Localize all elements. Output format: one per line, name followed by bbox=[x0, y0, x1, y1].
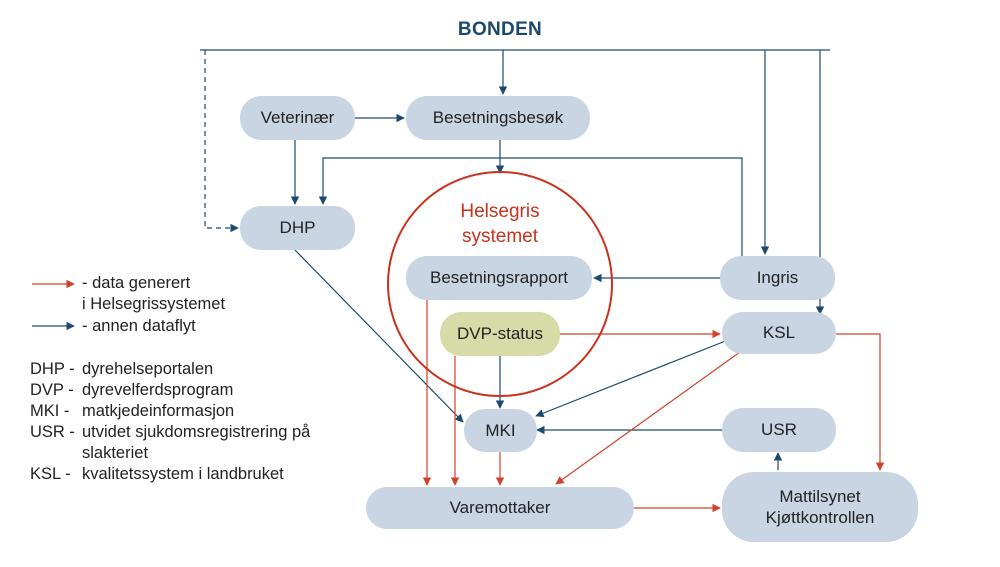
legend-blue-entry: - annen dataflyt bbox=[82, 317, 196, 335]
legend-red-entry: - data generert i Helsegrissystemet bbox=[82, 274, 226, 313]
edge-ksl-mki bbox=[535, 339, 729, 418]
abbr-mki: MKI - matkjedeinformasjon bbox=[30, 402, 235, 420]
node-varemottaker[interactable]: Varemottaker bbox=[366, 487, 634, 529]
node-ingris[interactable]: Ingris bbox=[720, 256, 835, 300]
node-usr[interactable]: USR bbox=[722, 408, 836, 452]
mattilsynet-line2: Kjøttkontrollen bbox=[765, 508, 875, 527]
node-besetningsrapport[interactable]: Besetningsrapport bbox=[406, 256, 592, 300]
edge-ksl-mattilsynet bbox=[836, 333, 885, 471]
edge-bonden-dhp bbox=[204, 50, 239, 233]
node-besetningsbesok[interactable]: Besetningsbesøk bbox=[406, 96, 590, 140]
mattilsynet-line1: Mattilsynet bbox=[779, 486, 861, 506]
edge-dhp-mki bbox=[294, 249, 464, 423]
abbr-ksl: KSL - kvalitetssystem i landbruket bbox=[30, 465, 284, 483]
helsegris-label-line2: systemet bbox=[461, 225, 539, 247]
bonden-title: BONDEN bbox=[457, 19, 543, 40]
node-dhp[interactable]: DHP bbox=[240, 206, 355, 250]
legend-blue-text: annen dataflyt bbox=[92, 317, 196, 335]
legend-red-line1: data generert bbox=[92, 274, 191, 292]
edge-ingris-dhp bbox=[318, 157, 743, 258]
helsegris-label-line1: Helsegris bbox=[460, 201, 540, 222]
node-ksl[interactable]: KSL bbox=[722, 312, 836, 354]
abbr-dvp: DVP - dyrevelferdsprogram bbox=[30, 381, 234, 399]
node-dvp-status[interactable]: DVP-status bbox=[440, 312, 560, 356]
legend-flows: - data generert i Helsegrissystemet - an… bbox=[30, 273, 225, 337]
node-mattilsynet[interactable]: Mattilsynet Kjøttkontrollen bbox=[722, 472, 918, 542]
helsegris-circle bbox=[387, 171, 613, 397]
node-veterinaer[interactable]: Veterinær bbox=[240, 96, 355, 140]
node-mki[interactable]: MKI bbox=[464, 409, 537, 452]
edge-ksl-varemottaker bbox=[555, 351, 741, 485]
legend-red-line2: i Helsegrissystemet bbox=[82, 295, 226, 313]
abbr-dhp: DHP - dyrehelseportalen bbox=[30, 360, 214, 378]
legend-abbreviations: DHP - dyrehelseportalen DVP - dyrevelfer… bbox=[30, 359, 340, 485]
abbr-usr: USR - utvidet sjukdomsregistrering på sl… bbox=[30, 423, 311, 462]
helsegris-label: Helsegris systemet bbox=[420, 200, 580, 249]
